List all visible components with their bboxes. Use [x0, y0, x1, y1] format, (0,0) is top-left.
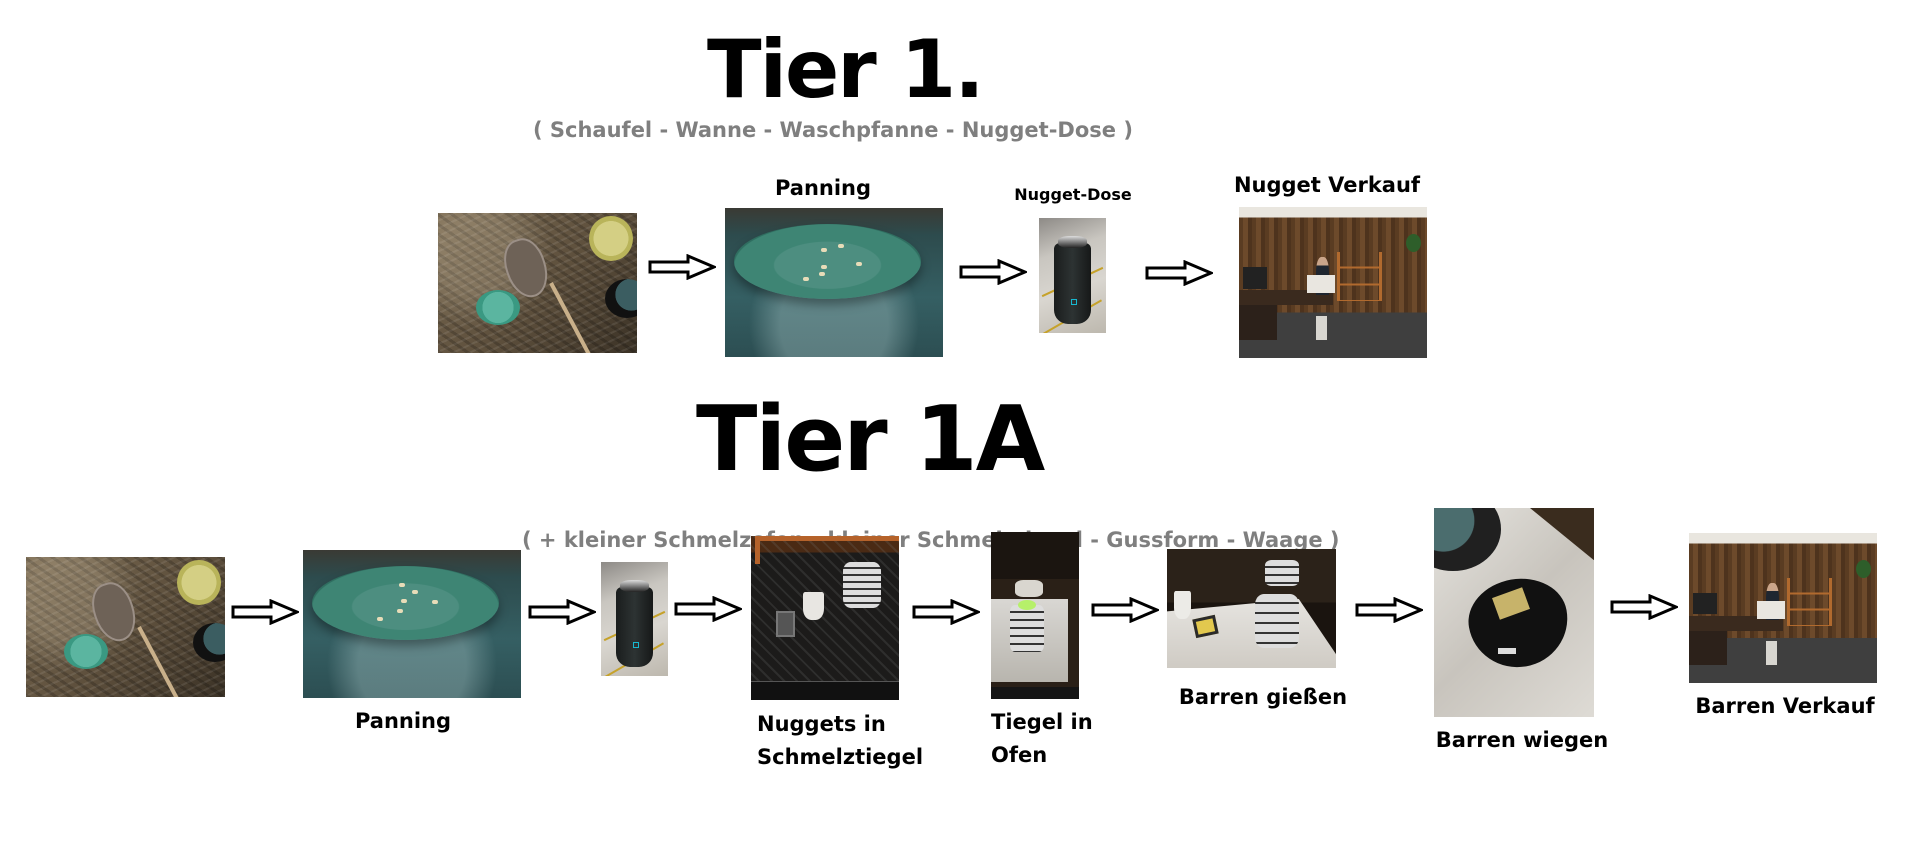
tier1a-step-panning-image: [303, 550, 521, 698]
furnace-lid: [1014, 580, 1043, 598]
plant-icon: [1856, 560, 1872, 578]
tier1a-ingot-sale-label: Barren Verkauf: [1695, 694, 1875, 718]
computer-tower: [1316, 315, 1328, 340]
small-furnace: [1254, 594, 1299, 648]
tier1a-step-weigh-ingot-image: [1434, 508, 1594, 717]
tub-icon: [1434, 508, 1502, 571]
tier1a-panning-label: Panning: [354, 709, 452, 733]
gold-nugget: [820, 248, 827, 253]
jar-body: [615, 587, 654, 667]
desk: [1239, 290, 1333, 306]
gold-nugget: [401, 598, 408, 603]
tier1a-step-crucible-image: [751, 536, 899, 700]
gold-nugget: [820, 264, 827, 269]
cash-register: [1306, 274, 1335, 294]
label-line: Tiegel in: [991, 710, 1093, 734]
tier1-equipment-subtitle: ( Schaufel - Wanne - Waschpfanne - Nugge…: [533, 118, 1133, 142]
small-furnace: [1265, 559, 1299, 586]
small-furnace: [842, 562, 882, 609]
desk-base: [1689, 630, 1727, 665]
flow-arrow-icon: [1610, 594, 1678, 620]
gold-nugget: [431, 600, 438, 605]
desk-base: [1239, 305, 1277, 340]
tier1a-step-shovel-image: [26, 557, 225, 697]
flow-arrow-icon: [231, 599, 299, 625]
label-line: Ofen: [991, 742, 1048, 767]
tier1a-nuggets-in-crucible-label: Nuggets in Schmelztiegel: [757, 708, 923, 773]
shelf: [1786, 578, 1833, 626]
tier1a-step-crucible-in-oven-image: [991, 532, 1079, 699]
monitor-icon: [1692, 593, 1718, 614]
shovel-handle: [137, 626, 181, 697]
gold-nugget: [803, 276, 810, 281]
flow-arrow-icon: [959, 259, 1027, 285]
flow-arrow-icon: [1145, 260, 1213, 286]
gold-pan-icon: [63, 634, 108, 669]
jar-cap: [1057, 236, 1088, 248]
molten-gold-glow: [1018, 600, 1036, 611]
tier1a-step-pour-ingot-image: [1167, 549, 1336, 668]
tub-icon: [193, 622, 225, 662]
jar-body: [1053, 243, 1092, 324]
table: [1167, 598, 1336, 668]
dirt-corner: [1530, 508, 1594, 561]
tub-icon: [605, 278, 637, 318]
crucible-cup: [802, 591, 824, 620]
shelf: [1336, 252, 1383, 301]
interaction-marker-icon: [1071, 298, 1078, 305]
tier1-step-shovel-image: [438, 213, 637, 353]
hud-compass-icon: [589, 215, 634, 261]
shovel-handle: [549, 282, 593, 353]
tier1-step-nugget-jar-image: [1039, 218, 1106, 333]
gold-pan: [311, 566, 500, 641]
cash-register: [1756, 600, 1785, 619]
flow-arrow-icon: [912, 599, 980, 625]
tier1-title: Tier 1.: [707, 23, 985, 116]
flow-arrow-icon: [528, 599, 596, 625]
computer-tower: [1766, 641, 1778, 665]
flow-arrow-icon: [674, 596, 742, 622]
flow-arrow-icon: [1355, 597, 1423, 623]
gold-nugget: [377, 616, 384, 621]
tier1a-step-sales-office-image: [1689, 533, 1877, 683]
hotbar: [751, 680, 899, 700]
crucible-cup: [1173, 590, 1191, 620]
gold-nugget: [398, 582, 405, 587]
tier1-panning-label: Panning: [774, 176, 872, 200]
gold-pan-icon: [475, 290, 520, 325]
monitor-icon: [1242, 267, 1268, 289]
label-line: Schmelztiegel: [757, 744, 924, 769]
interaction-marker-icon: [633, 641, 640, 648]
mold-plate: [776, 611, 795, 637]
tier1-step-sales-office-image: [1239, 207, 1427, 358]
tier1-step-panning-image: [725, 208, 943, 357]
jar-cap: [619, 580, 650, 592]
tier1-nugget-verkauf-label: Nugget Verkauf: [1233, 173, 1421, 197]
scale-display: [1498, 648, 1516, 655]
gold-nugget: [412, 589, 418, 594]
flow-arrow-icon: [648, 254, 716, 280]
gold-nugget: [396, 609, 403, 614]
plant-icon: [1406, 234, 1422, 253]
tier1-nugget-dose-label: Nugget-Dose: [1014, 185, 1132, 204]
flow-arrow-icon: [1091, 597, 1159, 623]
wooden-frame: [755, 536, 899, 564]
tier1a-equipment-subtitle: ( + kleiner Schmelzofen - kleiner Schmel…: [522, 528, 1340, 552]
gold-nugget: [855, 261, 862, 266]
hud-compass-icon: [177, 559, 222, 605]
tier1a-weigh-ingot-label: Barren wiegen: [1435, 728, 1609, 752]
gold-nugget: [838, 243, 845, 248]
tier1a-step-nugget-jar-image: [601, 562, 668, 676]
tier1a-pour-ingot-label: Barren gießen: [1178, 685, 1348, 709]
small-furnace: [1010, 605, 1044, 653]
tier1a-crucible-in-oven-label: Tiegel in Ofen: [991, 706, 1093, 771]
desk: [1689, 615, 1783, 631]
gold-pan: [733, 224, 922, 299]
digital-scale: [1462, 571, 1576, 675]
label-line: Nuggets in: [757, 712, 886, 736]
hotbar: [991, 687, 1079, 699]
tier1a-title: Tier 1A: [696, 387, 1045, 492]
gold-nugget: [818, 272, 825, 277]
